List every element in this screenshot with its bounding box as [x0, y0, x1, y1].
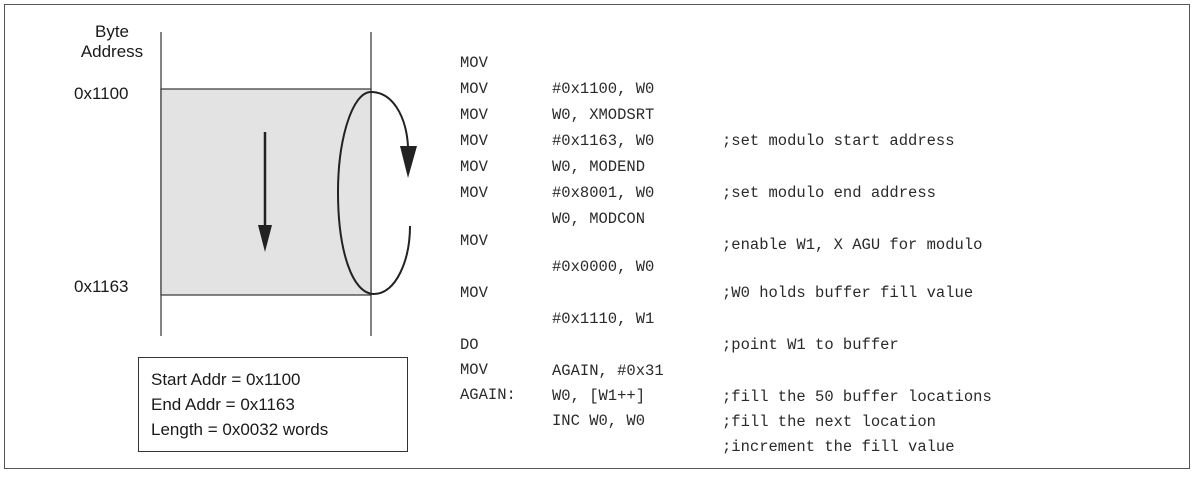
start-address-label: 0x1100	[74, 84, 129, 103]
code-mnemonic: MOV	[460, 232, 488, 250]
code-line: MOV W0, [W1++] ;fill the next location	[460, 331, 936, 431]
info-start-address: Start Addr = 0x1100	[151, 370, 301, 389]
buffer-info-box: Start Addr = 0x1100 End Addr = 0x1163 Le…	[138, 357, 408, 452]
code-comment: ;point W1 to buffer	[722, 336, 899, 354]
code-comment: ;W0 holds buffer fill value	[722, 284, 974, 302]
code-operands: #0x0000, W0	[552, 258, 655, 276]
code-operands: W0, MODCON	[552, 210, 646, 228]
code-comment: ;enable W1, X AGU for modulo	[722, 236, 983, 254]
code-operands: INC W0, W0	[552, 412, 646, 430]
info-length: Length = 0x0032 words	[151, 420, 329, 439]
code-line: MOV W0, XMODSRT ;set modulo start addres…	[460, 50, 955, 150]
code-comment: ;increment the fill value	[722, 438, 955, 456]
code-line: MOV #0x1100, W0	[460, 24, 654, 98]
code-comment: ;fill the next location	[722, 413, 936, 431]
code-mnemonic: MOV	[460, 284, 488, 302]
modulo-buffer-diagram	[160, 32, 417, 336]
address-header-line-1: Byte	[94, 22, 130, 41]
info-end-address: End Addr = 0x1163	[151, 395, 295, 414]
code-line: DO AGAIN, #0x31 ;fill the 50 buffer loca…	[460, 306, 992, 406]
byte-address-header: Byte Address	[64, 22, 160, 62]
code-operands: W0, XMODSRT	[552, 106, 655, 124]
wrap-around-loop-top	[370, 91, 409, 147]
code-mnemonic: MOV	[460, 106, 488, 124]
code-mnemonic: DO	[460, 336, 479, 354]
code-operands: #0x1100, W0	[552, 80, 655, 98]
code-mnemonic: AGAIN:	[460, 386, 516, 404]
code-operands: AGAIN, #0x31	[552, 362, 664, 380]
code-comment: ;set modulo end address	[722, 184, 936, 202]
code-line: MOV #0x1163, W0	[460, 76, 654, 150]
code-mnemonic: MOV	[460, 158, 488, 176]
direction-arrow-head	[258, 225, 272, 252]
code-mnemonic: MOV	[460, 361, 488, 379]
code-mnemonic: MOV	[460, 184, 488, 202]
code-operands: #0x1163, W0	[552, 132, 655, 150]
code-line: MOV #0x1110, W1 ;point W1 to buffer	[460, 254, 899, 354]
code-operands: W0, [W1++]	[552, 387, 646, 405]
code-line: MOV #0x0000, W0 ;W0 holds buffer fill va…	[460, 202, 973, 302]
code-mnemonic: MOV	[460, 132, 488, 150]
code-operands: #0x8001, W0	[552, 184, 655, 202]
address-header-line-2: Address	[80, 42, 144, 61]
code-line: MOV W0, MODEND ;set modulo end address	[460, 102, 936, 202]
code-operands: W0, MODEND	[552, 158, 646, 176]
code-mnemonic: MOV	[460, 54, 488, 72]
code-operands: #0x1110, W1	[552, 310, 655, 328]
code-comment: ;fill the 50 buffer locations	[722, 388, 992, 406]
code-line: AGAIN: INC W0, W0 ;increment the fill va…	[460, 356, 955, 456]
code-comment: ;set modulo start address	[722, 132, 955, 150]
wrap-around-arrow-head	[400, 146, 417, 178]
wrap-around-loop	[336, 91, 411, 296]
end-address-label: 0x1163	[74, 277, 129, 296]
code-line: MOV W0, MODCON ;enable W1, X AGU for mod…	[460, 154, 982, 254]
code-line: MOV #0x8001, W0	[460, 128, 654, 202]
code-mnemonic: MOV	[460, 80, 488, 98]
